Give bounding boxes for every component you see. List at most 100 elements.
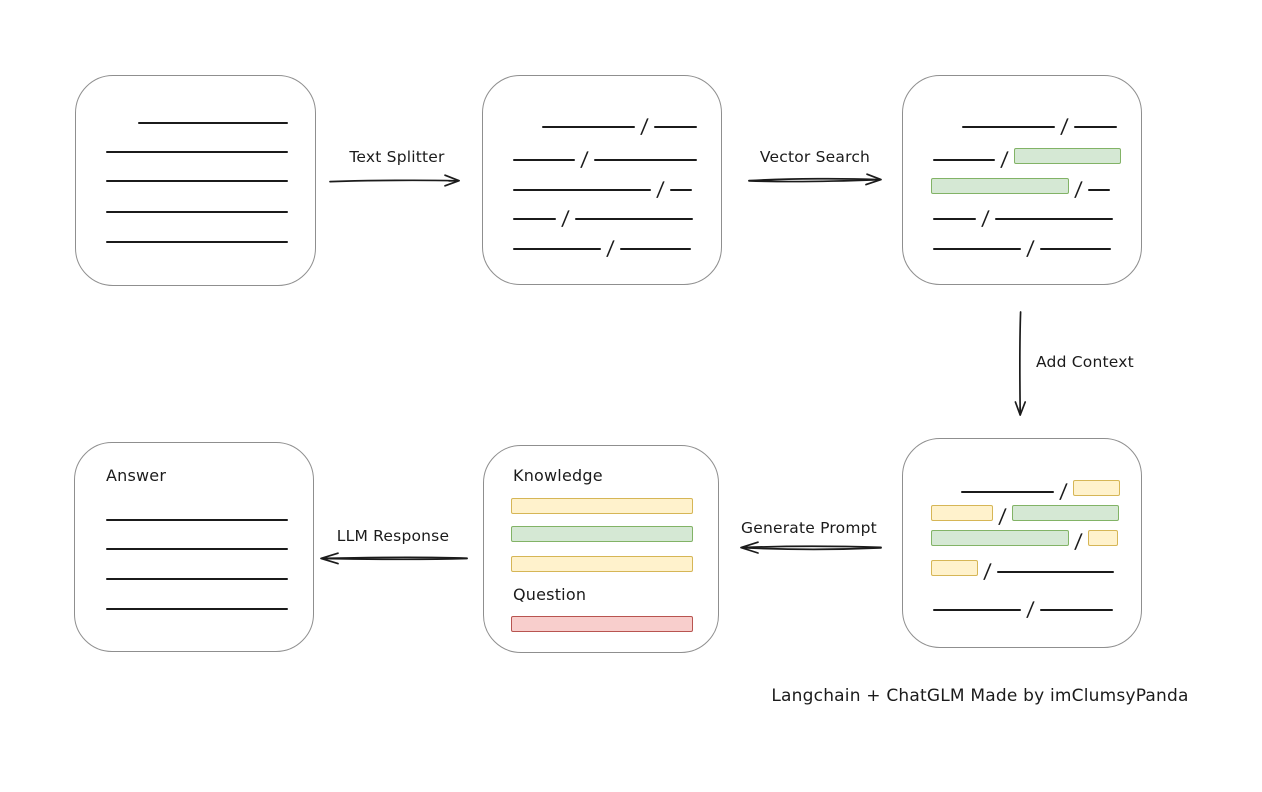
chunk-row: [106, 597, 288, 613]
chunk-row: /: [961, 479, 1120, 503]
slash-separator: /: [639, 114, 650, 138]
arrow-shaft-2: [748, 178, 879, 183]
knowledge-heading: Knowledge: [513, 466, 603, 485]
answer-heading: Answer: [106, 466, 167, 485]
text-line: [961, 491, 1054, 493]
slash-separator: /: [1025, 597, 1036, 621]
slash-separator: /: [579, 147, 590, 171]
text-line: [653, 126, 697, 128]
text-line: [513, 189, 651, 191]
text-line: [542, 126, 635, 128]
chunk-row: [106, 169, 288, 185]
green-chunk-highlight: [931, 530, 1069, 546]
chunk-row: [106, 230, 288, 246]
slash-separator: /: [1073, 177, 1084, 201]
chunk-row: /: [933, 236, 1111, 260]
add-context-arrow-icon: [1014, 311, 1027, 416]
arrow-shaft: [743, 545, 882, 549]
chunk-row: /: [933, 206, 1113, 230]
chunk-row: [106, 567, 288, 583]
chunk-row: /: [933, 597, 1113, 621]
text-line: [106, 608, 288, 610]
text-line: [574, 218, 693, 220]
chunk-row: [511, 526, 693, 542]
arrowhead: [865, 173, 882, 186]
arrowhead: [740, 541, 759, 554]
slash-separator: /: [560, 206, 571, 230]
text-line: [619, 248, 691, 250]
text-line: [996, 571, 1114, 573]
yellow-chunk-highlight: [1087, 530, 1118, 546]
arrow-shaft: [329, 179, 457, 183]
slash-separator: /: [1025, 236, 1036, 260]
context-chunks-box: / / / / /: [902, 438, 1142, 648]
text-line: [1073, 126, 1117, 128]
arrow-shaft: [1018, 311, 1022, 414]
text-line: [106, 180, 288, 182]
chunk-row: [106, 508, 288, 524]
text-line: [106, 151, 288, 153]
yellow-chunk-highlight: [511, 498, 693, 514]
slash-separator: /: [1059, 114, 1070, 138]
text-line: [593, 159, 697, 161]
chunk-row: /: [962, 114, 1117, 138]
chunk-row: /: [931, 529, 1118, 553]
chunk-row: [511, 616, 693, 632]
llm-response-label: LLM Response: [336, 527, 450, 545]
vector-search-arrow-icon: [748, 173, 882, 186]
slash-separator: /: [999, 147, 1010, 171]
arrow-shaft: [748, 177, 879, 182]
chunk-row: [106, 200, 288, 216]
text-line: [1087, 189, 1110, 191]
text-line: [933, 218, 976, 220]
text-line: [106, 241, 288, 243]
text-line: [669, 189, 692, 191]
text-splitter-arrow-icon: [329, 174, 460, 187]
slash-separator: /: [1058, 479, 1069, 503]
credit-caption: Langchain + ChatGLM Made by imClumsyPand…: [771, 686, 1189, 706]
text-line: [106, 578, 288, 580]
chunk-row: /: [931, 504, 1119, 528]
slash-separator: /: [997, 504, 1008, 528]
text-line: [994, 218, 1113, 220]
text-splitter-label: Text Splitter: [349, 148, 445, 166]
chunk-row: [106, 537, 288, 553]
vector-search-label: Vector Search: [759, 148, 871, 166]
text-line: [962, 126, 1055, 128]
answer-box: Answer: [74, 442, 314, 652]
green-chunk-highlight: [511, 526, 693, 542]
text-line: [513, 159, 575, 161]
text-line: [513, 218, 556, 220]
slash-separator: /: [1073, 529, 1084, 553]
chunk-row: /: [931, 177, 1110, 201]
green-chunk-highlight: [931, 178, 1069, 194]
yellow-chunk-highlight: [511, 556, 693, 572]
yellow-chunk-highlight: [931, 560, 978, 576]
chunk-row: /: [542, 114, 697, 138]
chunk-row: /: [513, 236, 691, 260]
llm-response-arrow-icon: [320, 552, 468, 565]
chunk-row: /: [513, 206, 693, 230]
green-chunk-highlight: [1011, 505, 1119, 521]
text-line: [513, 248, 601, 250]
text-line: [106, 548, 288, 550]
yellow-chunk-highlight: [931, 505, 993, 521]
chunk-row: [138, 111, 288, 127]
chunk-row: [511, 556, 693, 572]
arrow-shaft-2: [323, 557, 468, 561]
text-line: [933, 609, 1021, 611]
chunk-row: /: [933, 147, 1121, 171]
red-chunk-highlight: [511, 616, 693, 632]
chunk-row: [511, 498, 693, 514]
slash-separator: /: [605, 236, 616, 260]
slash-separator: /: [655, 177, 666, 201]
text-line: [1039, 248, 1111, 250]
arrow-shaft-2: [743, 546, 882, 551]
generate-prompt-label: Generate Prompt: [741, 519, 877, 537]
slash-separator: /: [982, 559, 993, 583]
vector-search-results-box: / / / / /: [902, 75, 1142, 285]
yellow-chunk-highlight: [1072, 480, 1120, 496]
add-context-label: Add Context: [1036, 353, 1134, 371]
split-chunks-box: / / / / /: [482, 75, 722, 285]
